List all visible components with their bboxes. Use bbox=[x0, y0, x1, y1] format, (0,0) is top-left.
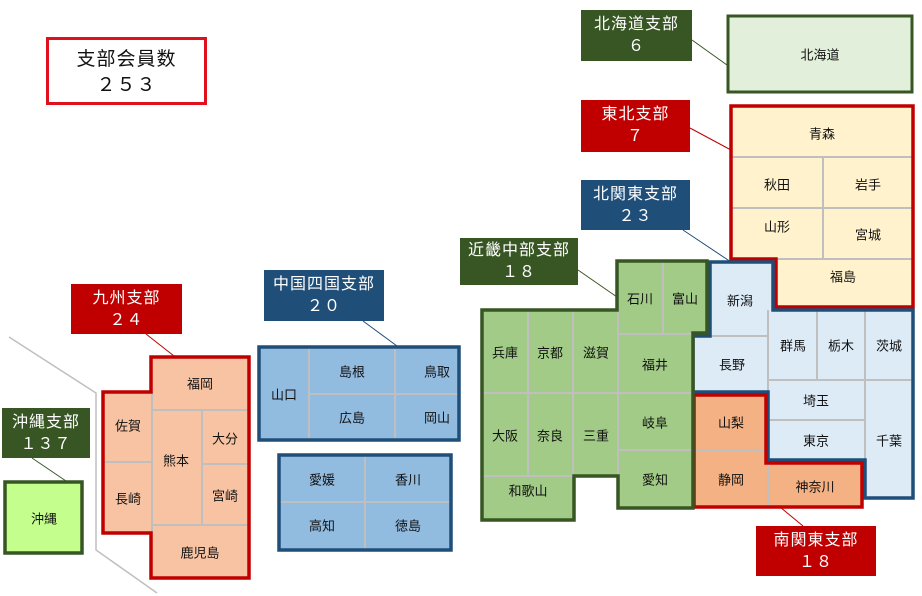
branch-count: １８ bbox=[501, 262, 536, 281]
prefecture-hyogo: 兵庫 bbox=[491, 346, 519, 362]
total-members-box: 支部会員数 ２５３ bbox=[46, 37, 207, 105]
branch-count: ７ bbox=[626, 126, 644, 145]
prefecture-miyagi: 宮城 bbox=[854, 228, 882, 244]
okinawa-divider-line bbox=[8, 336, 158, 594]
prefecture-kyoto: 京都 bbox=[536, 346, 564, 362]
prefecture-niigata: 新潟 bbox=[726, 294, 754, 310]
branch-name: 中国四国支部 bbox=[272, 274, 375, 293]
branch-label-minamikanto: 南関東支部 １８ bbox=[756, 526, 876, 576]
prefecture-aichi: 愛知 bbox=[641, 473, 669, 489]
prefecture-tottori: 鳥取 bbox=[423, 365, 451, 381]
prefecture-ehime: 愛媛 bbox=[308, 473, 336, 489]
branch-count: ２４ bbox=[109, 310, 144, 329]
prefecture-okayama: 岡山 bbox=[423, 411, 451, 427]
branch-name: 北海道支部 bbox=[593, 14, 679, 33]
prefecture-osaka: 大阪 bbox=[491, 429, 519, 445]
prefecture-oita: 大分 bbox=[211, 432, 239, 448]
prefecture-ibaraki: 茨城 bbox=[875, 339, 903, 355]
branch-name: 東北支部 bbox=[601, 104, 670, 123]
branch-count: １３７ bbox=[20, 434, 72, 453]
prefecture-wakayama: 和歌山 bbox=[508, 484, 548, 500]
branch-label-hokkaido: 北海道支部 ６ bbox=[581, 10, 692, 61]
prefecture-fukuoka: 福岡 bbox=[186, 377, 214, 393]
prefecture-nara: 奈良 bbox=[536, 429, 564, 445]
prefecture-gunma: 群馬 bbox=[779, 339, 807, 355]
branch-count: ２３ bbox=[618, 206, 653, 225]
branch-name: 近畿中部支部 bbox=[467, 240, 570, 259]
prefecture-kagawa: 香川 bbox=[394, 473, 422, 489]
branch-name: 南関東支部 bbox=[773, 530, 859, 549]
branch-name: 北関東支部 bbox=[592, 184, 678, 203]
branch-name: 沖縄支部 bbox=[11, 412, 80, 431]
okinawa-region bbox=[3, 480, 84, 555]
kinkichubu-region bbox=[482, 261, 707, 520]
prefecture-kagoshima: 鹿児島 bbox=[180, 546, 220, 562]
prefecture-shizuoka: 静岡 bbox=[717, 473, 745, 489]
prefecture-okinawa: 沖縄 bbox=[30, 512, 58, 528]
branch-label-kitakanto: 北関東支部 ２３ bbox=[581, 180, 690, 230]
prefecture-aomori: 青森 bbox=[808, 127, 836, 143]
prefecture-nagano: 長野 bbox=[718, 358, 746, 374]
prefecture-ishikawa: 石川 bbox=[626, 292, 654, 308]
branch-label-tohoku: 東北支部 ７ bbox=[581, 100, 690, 152]
prefecture-chiba: 千葉 bbox=[875, 434, 903, 450]
prefecture-shiga: 滋賀 bbox=[582, 346, 610, 362]
prefecture-toyama: 富山 bbox=[671, 292, 699, 308]
branch-count: ６ bbox=[627, 36, 645, 55]
prefecture-yamanashi: 山梨 bbox=[717, 416, 745, 432]
prefecture-kanagawa: 神奈川 bbox=[795, 480, 835, 496]
kyushu-region bbox=[103, 357, 249, 578]
prefecture-tokushima: 徳島 bbox=[394, 519, 422, 535]
connector-lines bbox=[31, 39, 804, 527]
prefecture-tochigi: 栃木 bbox=[827, 339, 855, 355]
branch-label-kyushu: 九州支部 ２４ bbox=[71, 284, 182, 334]
prefecture-saga: 佐賀 bbox=[114, 419, 142, 435]
prefecture-fukushima: 福島 bbox=[829, 270, 857, 286]
branch-name: 九州支部 bbox=[92, 288, 161, 307]
total-label: 支部会員数 bbox=[76, 48, 177, 70]
prefecture-hokkaido: 北海道 bbox=[800, 48, 840, 64]
prefecture-yamagata: 山形 bbox=[763, 220, 791, 236]
branch-label-okinawa: 沖縄支部 １３７ bbox=[2, 408, 90, 458]
prefecture-tokyo: 東京 bbox=[802, 434, 830, 450]
minamikanto-region bbox=[694, 395, 862, 507]
total-count: ２５３ bbox=[96, 74, 157, 96]
prefecture-miyazaki: 宮崎 bbox=[211, 489, 239, 505]
prefecture-gifu: 岐阜 bbox=[641, 416, 669, 432]
prefecture-yamaguchi: 山口 bbox=[270, 388, 298, 404]
prefecture-saitama: 埼玉 bbox=[802, 394, 830, 410]
prefecture-hiroshima: 広島 bbox=[338, 411, 366, 427]
branch-count: ２０ bbox=[306, 296, 341, 315]
prefecture-akita: 秋田 bbox=[763, 178, 791, 194]
prefecture-kochi: 高知 bbox=[308, 519, 336, 535]
branch-label-kinkichubu: 近畿中部支部 １８ bbox=[460, 238, 578, 285]
prefecture-fukui: 福井 bbox=[641, 358, 669, 374]
prefecture-iwate: 岩手 bbox=[854, 178, 882, 194]
branch-count: １８ bbox=[798, 552, 833, 571]
prefecture-kumamoto: 熊本 bbox=[162, 454, 190, 470]
prefecture-nagasaki: 長崎 bbox=[114, 492, 142, 508]
hokkaido-region bbox=[726, 14, 914, 94]
branch-label-chugokushikoku: 中国四国支部 ２０ bbox=[264, 270, 384, 321]
prefecture-mie: 三重 bbox=[582, 429, 610, 445]
prefecture-shimane: 島根 bbox=[338, 365, 366, 381]
